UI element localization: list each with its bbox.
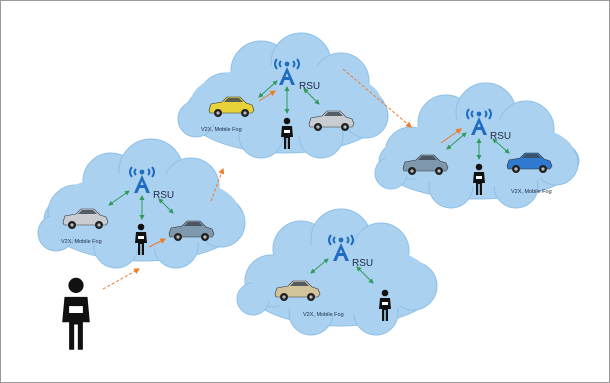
cloud-caption: V2X, Mobile Fog — [303, 312, 344, 318]
move-arrow — [258, 90, 277, 102]
cloud-caption: V2X, Mobile Fog — [61, 239, 102, 245]
rsu-label: RSU — [153, 190, 174, 201]
cloud-caption: V2X, Mobile Fog — [511, 189, 552, 195]
fog-cloud-top: RSU V2X, Mobile Fog — [177, 32, 389, 159]
person-icon — [62, 277, 90, 350]
rsu-label: RSU — [490, 131, 511, 142]
fog-cloud-left: RSU V2X, Mobile Fog — [37, 138, 246, 269]
move-arrow — [440, 128, 462, 144]
link-arrow — [310, 258, 329, 274]
link-arrow — [258, 80, 278, 98]
link-arrow — [108, 190, 130, 206]
fog-cloud-right: RSU V2X, Mobile Fog — [374, 82, 580, 209]
move-arrow — [148, 238, 167, 248]
rsu-label: RSU — [299, 81, 320, 92]
move-arrow — [210, 167, 225, 202]
link-arrow — [158, 198, 174, 214]
cloud-caption: V2X, Mobile Fog — [201, 127, 242, 133]
rsu-label: RSU — [352, 258, 373, 269]
link-arrow — [492, 138, 510, 154]
link-arrow — [356, 266, 374, 284]
move-arrow — [102, 268, 141, 290]
fog-cloud-bottom: RSU V2X, Mobile Fog — [236, 208, 438, 336]
link-arrow — [446, 132, 467, 150]
link-arrow — [303, 88, 320, 105]
